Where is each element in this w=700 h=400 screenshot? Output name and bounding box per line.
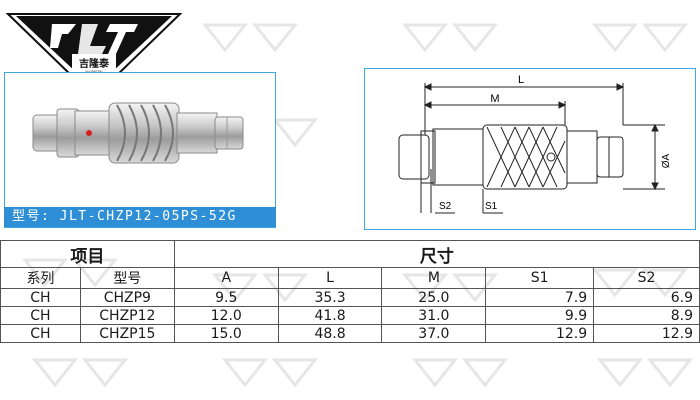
- cell-M: 25.0: [381, 288, 487, 307]
- jlt-logo-icon: 吉隆泰 JILONGTAI: [5, 4, 183, 80]
- col-S2: S2: [593, 267, 700, 289]
- table-row: CH CHZP15 15.0 48.8 37.0 12.9 12.9: [0, 324, 700, 343]
- dim-label-S2: S2: [439, 201, 452, 212]
- col-S1: S1: [485, 267, 595, 289]
- cell-A: 9.5: [173, 288, 279, 307]
- dim-label-M: M: [490, 93, 499, 105]
- col-L: L: [277, 267, 383, 289]
- connector-photo: [32, 102, 244, 164]
- connector-photo-panel: [4, 72, 276, 228]
- cell-L: 41.8: [277, 306, 383, 325]
- cell-S2: 8.9: [593, 306, 700, 325]
- dim-label-S1: S1: [485, 201, 498, 212]
- table-column-header: 系列 型号 A L M S1 S2: [0, 267, 700, 289]
- cell-M: 37.0: [381, 324, 487, 343]
- dimension-table: 项目 尺寸 系列 型号 A L M S1 S2 CH CHZP9 9.5 35.…: [0, 240, 700, 343]
- table-row: CH CHZP9 9.5 35.3 25.0 7.9 6.9: [0, 288, 700, 307]
- logo-name-cn: 吉隆泰: [79, 57, 110, 70]
- dim-label-L: L: [518, 74, 524, 86]
- cell-model: CHZP15: [79, 324, 175, 343]
- cell-model: CHZP9: [79, 288, 175, 307]
- cell-S1: 12.9: [485, 324, 595, 343]
- header-item: 项目: [0, 240, 175, 268]
- col-M: M: [381, 267, 487, 289]
- cell-model: CHZP12: [79, 306, 175, 325]
- cell-A: 15.0: [173, 324, 279, 343]
- table-row: CH CHZP12 12.0 41.8 31.0 9.9 8.9: [0, 306, 700, 325]
- col-series: 系列: [0, 267, 81, 289]
- header-size: 尺寸: [173, 240, 700, 268]
- cell-S2: 6.9: [593, 288, 700, 307]
- cell-series: CH: [0, 288, 81, 307]
- cell-L: 48.8: [277, 324, 383, 343]
- connector-drawing-panel: L M ØA S2 S1: [364, 68, 696, 230]
- col-A: A: [173, 267, 279, 289]
- table-group-header: 项目 尺寸: [0, 240, 700, 268]
- cell-L: 35.3: [277, 288, 383, 307]
- dim-label-A: ØA: [661, 153, 672, 168]
- cell-series: CH: [0, 306, 81, 325]
- connector-drawing: L M ØA S2 S1: [398, 74, 672, 214]
- col-model: 型号: [79, 267, 175, 289]
- cell-M: 31.0: [381, 306, 487, 325]
- cell-S1: 7.9: [485, 288, 595, 307]
- model-label: 型号: JLT-CHZP12-05PS-52G: [4, 207, 276, 227]
- cell-S2: 12.9: [593, 324, 700, 343]
- cell-S1: 9.9: [485, 306, 595, 325]
- cell-A: 12.0: [173, 306, 279, 325]
- cell-series: CH: [0, 324, 81, 343]
